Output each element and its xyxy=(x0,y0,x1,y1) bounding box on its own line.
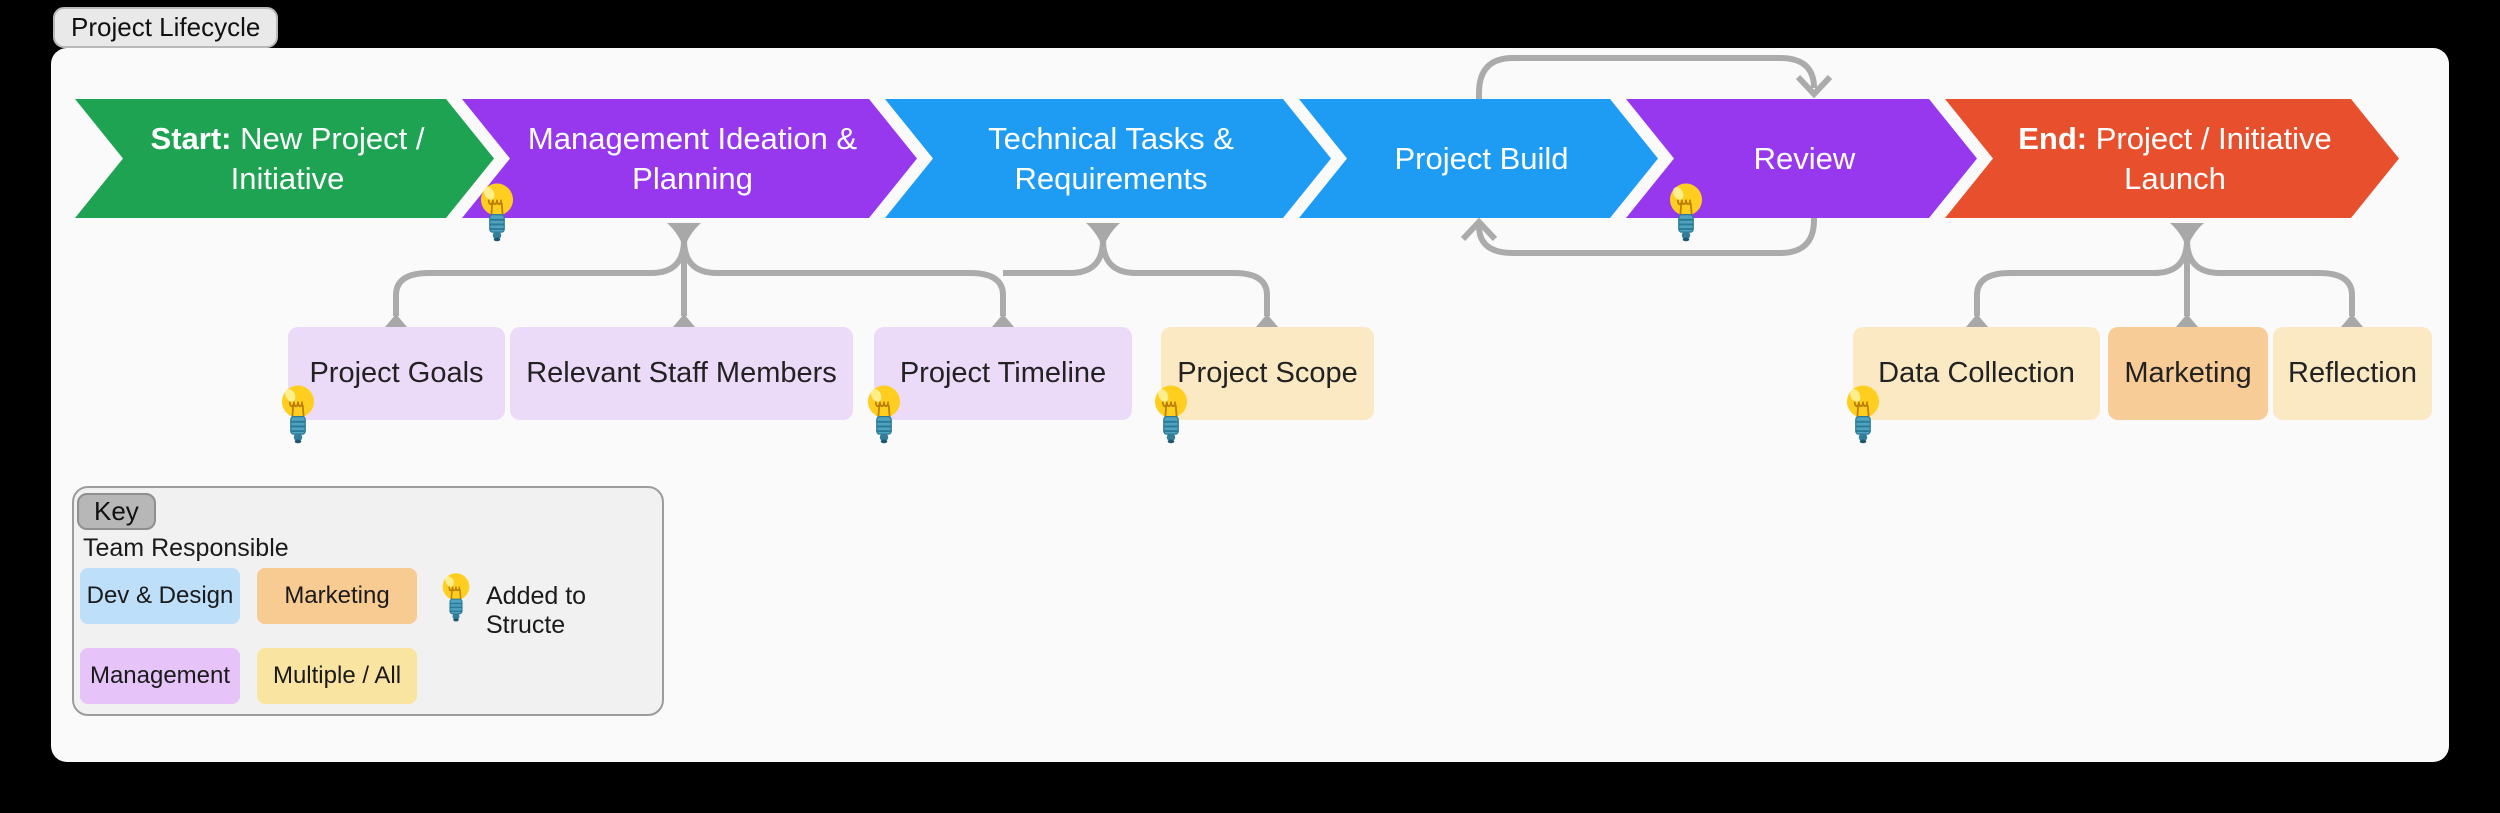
key-item-marketing[interactable]: Marketing xyxy=(257,568,417,624)
loop-arrow-top xyxy=(1476,55,1833,100)
key-item-multiple-all-label: Multiple / All xyxy=(272,662,402,689)
stage-end-label: End: Project / Initiative Launch xyxy=(2018,121,2332,196)
stage-management-label: Management Ideation & Planning xyxy=(527,121,858,196)
key-item-multiple-all[interactable]: Multiple / All xyxy=(257,648,417,704)
stage-project-build[interactable]: Project Build xyxy=(1299,99,1658,218)
lightbulb-icon[interactable] xyxy=(1667,182,1705,242)
node-project-scope[interactable]: Project Scope xyxy=(1161,327,1374,420)
tree-right xyxy=(1974,239,2355,316)
node-project-scope-label: Project Scope xyxy=(1177,357,1358,389)
node-relevant-staff-members[interactable]: Relevant Staff Members xyxy=(510,327,853,420)
node-data-collection-label: Data Collection xyxy=(1878,357,2075,389)
key-item-marketing-label: Marketing xyxy=(284,582,390,609)
key-title: Team Responsible xyxy=(83,534,289,562)
lightbulb-icon xyxy=(440,572,472,622)
node-project-goals-label: Project Goals xyxy=(309,357,484,389)
node-project-goals[interactable]: Project Goals xyxy=(288,327,505,420)
stage-end[interactable]: End: Project / Initiative Launch xyxy=(1945,99,2399,218)
key-box[interactable]: Key Team Responsible Dev & Design Market… xyxy=(72,486,664,716)
node-reflection-label: Reflection xyxy=(2288,357,2417,389)
diagram-canvas[interactable]: Start: New Project / Initiative Manageme… xyxy=(51,48,2449,762)
lightbulb-icon[interactable] xyxy=(1844,384,1882,444)
stage-technical-label: Technical Tasks & Requirements xyxy=(988,121,1234,196)
stage-management-ideation-planning[interactable]: Management Ideation & Planning xyxy=(462,99,917,218)
node-project-timeline[interactable]: Project Timeline xyxy=(874,327,1132,420)
node-marketing[interactable]: Marketing xyxy=(2108,327,2268,420)
key-item-management[interactable]: Management xyxy=(80,648,240,704)
stage-project-build-label: Project Build xyxy=(1394,140,1569,176)
board-title[interactable]: Project Lifecycle xyxy=(53,7,279,49)
lightbulb-icon[interactable] xyxy=(478,182,516,242)
lightbulb-icon[interactable] xyxy=(279,384,317,444)
key-tab: Key xyxy=(77,493,156,530)
tree-left xyxy=(393,239,1270,316)
lightbulb-icon[interactable] xyxy=(865,384,903,444)
stage-review-label: Review xyxy=(1753,140,1856,176)
node-relevant-staff-members-label: Relevant Staff Members xyxy=(526,357,837,389)
stage-technical-tasks-requirements[interactable]: Technical Tasks & Requirements xyxy=(885,99,1331,218)
node-data-collection[interactable]: Data Collection xyxy=(1853,327,2100,420)
stage-start[interactable]: Start: New Project / Initiative xyxy=(75,99,494,218)
key-bulb-caption: Added to Structe xyxy=(486,582,587,639)
stage-start-label: Start: New Project / Initiative xyxy=(150,121,425,196)
key-item-management-label: Management xyxy=(89,662,231,689)
node-project-timeline-label: Project Timeline xyxy=(899,357,1107,389)
node-reflection[interactable]: Reflection xyxy=(2273,327,2432,420)
lightbulb-icon[interactable] xyxy=(1152,384,1190,444)
node-marketing-label: Marketing xyxy=(2124,357,2252,389)
key-item-dev-design[interactable]: Dev & Design xyxy=(80,568,240,624)
key-item-dev-design-label: Dev & Design xyxy=(86,582,234,609)
loop-arrow-bottom xyxy=(1460,217,1817,256)
funnel-connector xyxy=(667,223,2204,249)
